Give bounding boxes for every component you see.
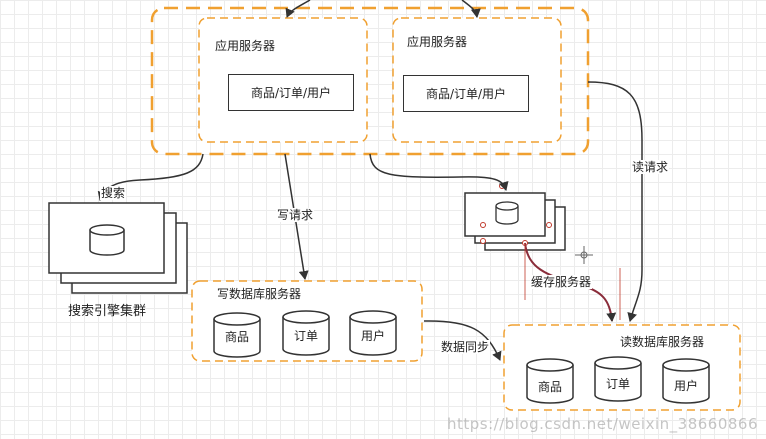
read-db-user-label: 用户 — [674, 379, 699, 393]
incoming-arrow-2 — [461, 0, 481, 18]
write-db-user-cylinder — [349, 310, 397, 356]
write-db-product-cylinder — [213, 312, 261, 358]
app-server-2-content-box: 商品/订单/用户 — [403, 75, 529, 112]
read-db-title: 读数据库服务器 — [620, 335, 705, 349]
write-db-title: 写数据库服务器 — [217, 287, 302, 301]
app-server-1-content: 商品/订单/用户 — [250, 86, 332, 100]
read-db-order-label: 订单 — [606, 377, 631, 391]
app-server-1-content-box: 商品/订单/用户 — [228, 74, 354, 111]
incoming-arrow-1 — [285, 0, 311, 18]
read-db-order-cylinder — [594, 356, 642, 402]
app-server-2-title: 应用服务器 — [407, 35, 468, 49]
write-db-order-label: 订单 — [294, 329, 319, 343]
data-sync-edge — [423, 320, 502, 361]
read-request-edge — [587, 81, 643, 322]
write-request-label: 写请求 — [276, 208, 315, 222]
read-db-product-label: 商品 — [538, 380, 563, 394]
write-db-order-cylinder — [282, 310, 330, 356]
read-db-product-cylinder — [526, 358, 574, 404]
cache-server-label: 缓存服务器 — [530, 275, 593, 289]
app-server-2-content: 商品/订单/用户 — [425, 87, 507, 101]
app-server-1-title: 应用服务器 — [215, 39, 276, 53]
write-db-user-label: 用户 — [361, 329, 386, 343]
write-db-product-label: 商品 — [225, 330, 250, 344]
cache-edge — [369, 153, 509, 191]
read-request-label: 读请求 — [631, 160, 670, 174]
search-cluster-label: 搜索引擎集群 — [68, 304, 147, 319]
watermark: https://blog.csdn.net/weixin_38660866 — [446, 415, 758, 433]
read-db-user-cylinder — [662, 358, 710, 404]
search-edge-label: 搜索 — [100, 186, 127, 200]
move-handle-icon[interactable] — [575, 246, 593, 264]
cache-db-icon — [495, 201, 519, 225]
search-db-icon — [89, 224, 125, 256]
data-sync-label: 数据同步 — [440, 340, 491, 354]
